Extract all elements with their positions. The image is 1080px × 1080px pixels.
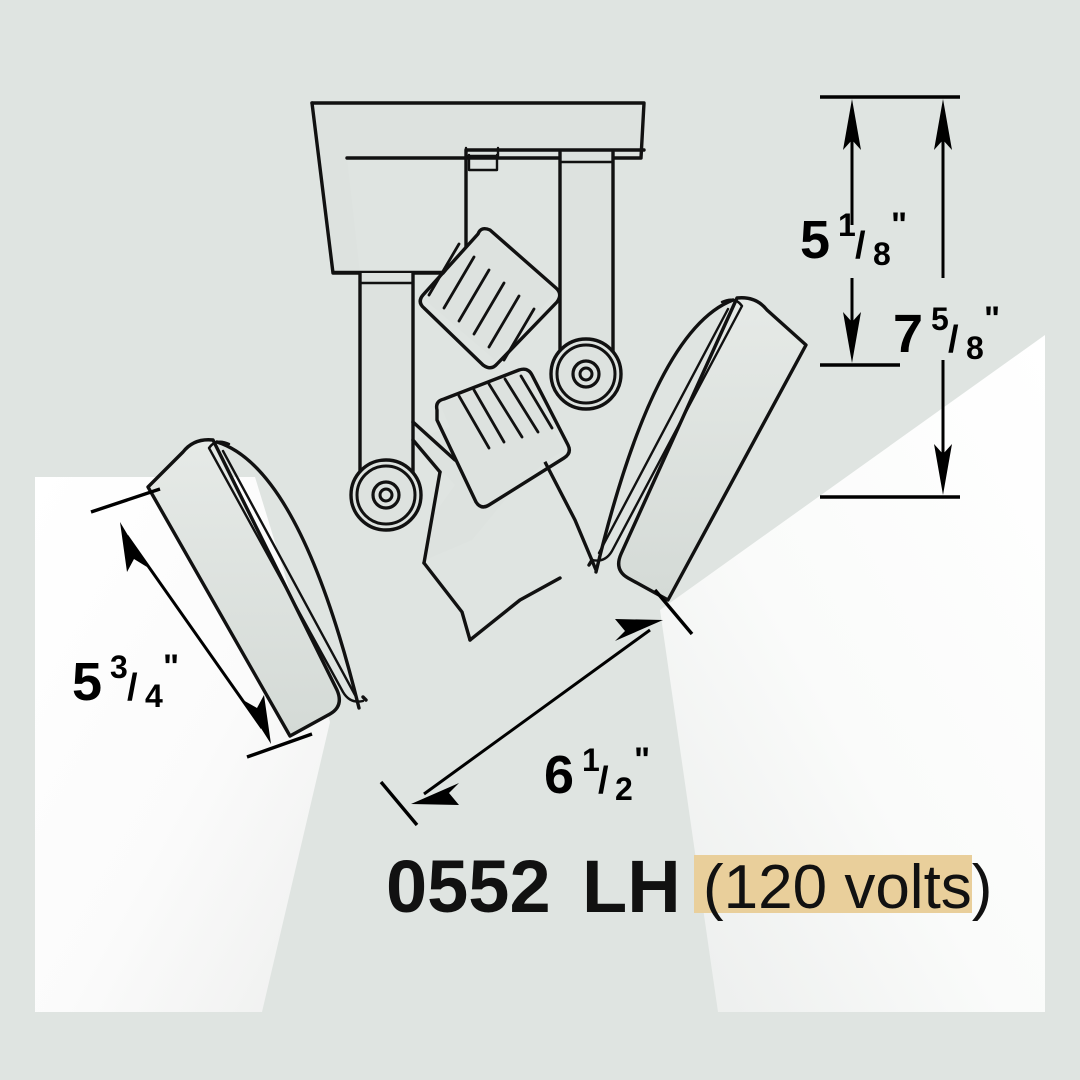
dim-den-6-1-2: 2 [615,771,633,807]
caption-voltage: (120 volts) [703,853,992,922]
dimension-height-total: 7 5 / 8 " [820,99,1000,499]
dim-num-5-3-4: 3 [110,649,128,685]
dim-inch-6-1-2: " [634,741,650,779]
right-lamp-head [587,296,808,602]
dim-bar-7-5-8: / [948,319,959,361]
caption-model: 0552 [386,845,551,928]
dim-den-5-1-8: 8 [873,236,891,272]
left-stem [358,271,415,495]
dim-whole-6-1-2: 6 [544,745,574,805]
dim-inch-5-3-4: " [163,648,179,686]
dimension-label-7-5-8: 7 5 / 8 " [893,300,1000,366]
voltage-highlight [694,855,972,913]
dim-inch-7-5-8: " [984,300,1000,338]
dimension-head-length-left: 5 3 / 4 " [72,487,313,759]
caption-block: 0552 LH (120 volts) [386,845,992,928]
right-swivel-hub [549,337,623,411]
dimension-span-lower: 6 1 / 2 " [379,588,694,827]
dim-inch-5-1-8: " [891,206,907,244]
dimension-label-6-1-2: 6 1 / 2 " [544,741,650,807]
dimension-label-5-3-4: 5 3 / 4 " [72,648,179,714]
left-lamp-head [146,438,368,738]
dimension-label-5-1-8: 5 1 / 8 " [800,206,907,272]
upper-knurled-joint [418,226,562,370]
right-light-beam [660,335,1045,1012]
dim-whole-5-3-4: 5 [72,652,102,712]
dim-den-5-3-4: 4 [145,678,163,714]
dim-whole-5-1-8: 5 [800,210,830,270]
dim-bar-6-1-2: / [598,760,609,802]
dim-bar-5-1-8: / [855,225,866,267]
left-swivel-hub [349,458,423,532]
dim-bar-5-3-4: / [127,667,138,709]
dim-whole-7-5-8: 7 [893,304,923,364]
caption-hand: LH [582,845,681,928]
lower-knurled-joint [434,367,572,509]
dim-num-5-1-8: 1 [838,207,856,243]
dim-den-7-5-8: 8 [966,330,984,366]
dim-num-6-1-2: 1 [582,742,600,778]
dimension-height-upper: 5 1 / 8 " [800,95,960,367]
right-stem [558,150,615,374]
dim-num-7-5-8: 5 [931,301,949,337]
